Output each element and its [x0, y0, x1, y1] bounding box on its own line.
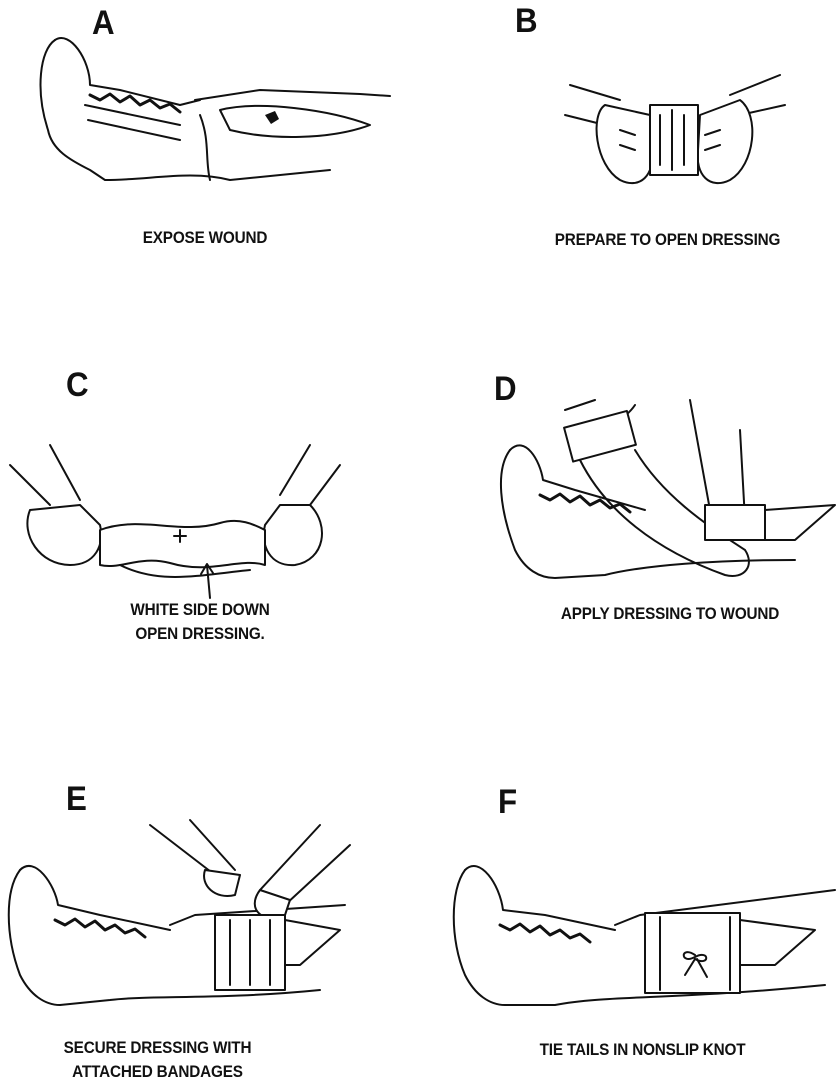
caption-panel-c: WHITE SIDE DOWN OPEN DRESSING.: [97, 598, 304, 646]
caption-line: WHITE SIDE DOWN: [97, 598, 304, 622]
caption-line: APPLY DRESSING TO WOUND: [535, 602, 805, 626]
caption-panel-d: APPLY DRESSING TO WOUND: [535, 602, 805, 626]
caption-line: SECURE DRESSING WITH: [38, 1036, 277, 1060]
caption-line: ATTACHED BANDAGES: [38, 1060, 277, 1084]
caption-panel-a: EXPOSE WOUND: [120, 226, 291, 250]
illustration-secure-dressing: [0, 815, 360, 1015]
illustration-open-dressing: [10, 435, 350, 595]
caption-line: EXPOSE WOUND: [120, 226, 291, 250]
caption-line: PREPARE TO OPEN DRESSING: [521, 228, 814, 252]
pointer-arrow: [195, 560, 225, 600]
caption-line: OPEN DRESSING.: [97, 622, 304, 646]
panel-e-letter: E: [66, 782, 87, 816]
caption-line: TIE TAILS IN NONSLIP KNOT: [514, 1038, 771, 1062]
panel-b-letter: B: [515, 4, 538, 38]
caption-panel-e: SECURE DRESSING WITH ATTACHED BANDAGES: [38, 1036, 277, 1084]
illustration-prepare-dressing: [560, 55, 790, 205]
caption-panel-f: TIE TAILS IN NONSLIP KNOT: [514, 1038, 771, 1062]
illustration-tie-knot: [445, 855, 840, 1025]
illustration-expose-wound: [30, 30, 400, 200]
panel-c-letter: C: [66, 368, 89, 402]
panel-f-letter: F: [498, 785, 517, 819]
illustration-apply-dressing: [495, 400, 840, 585]
caption-panel-b: PREPARE TO OPEN DRESSING: [521, 228, 814, 252]
